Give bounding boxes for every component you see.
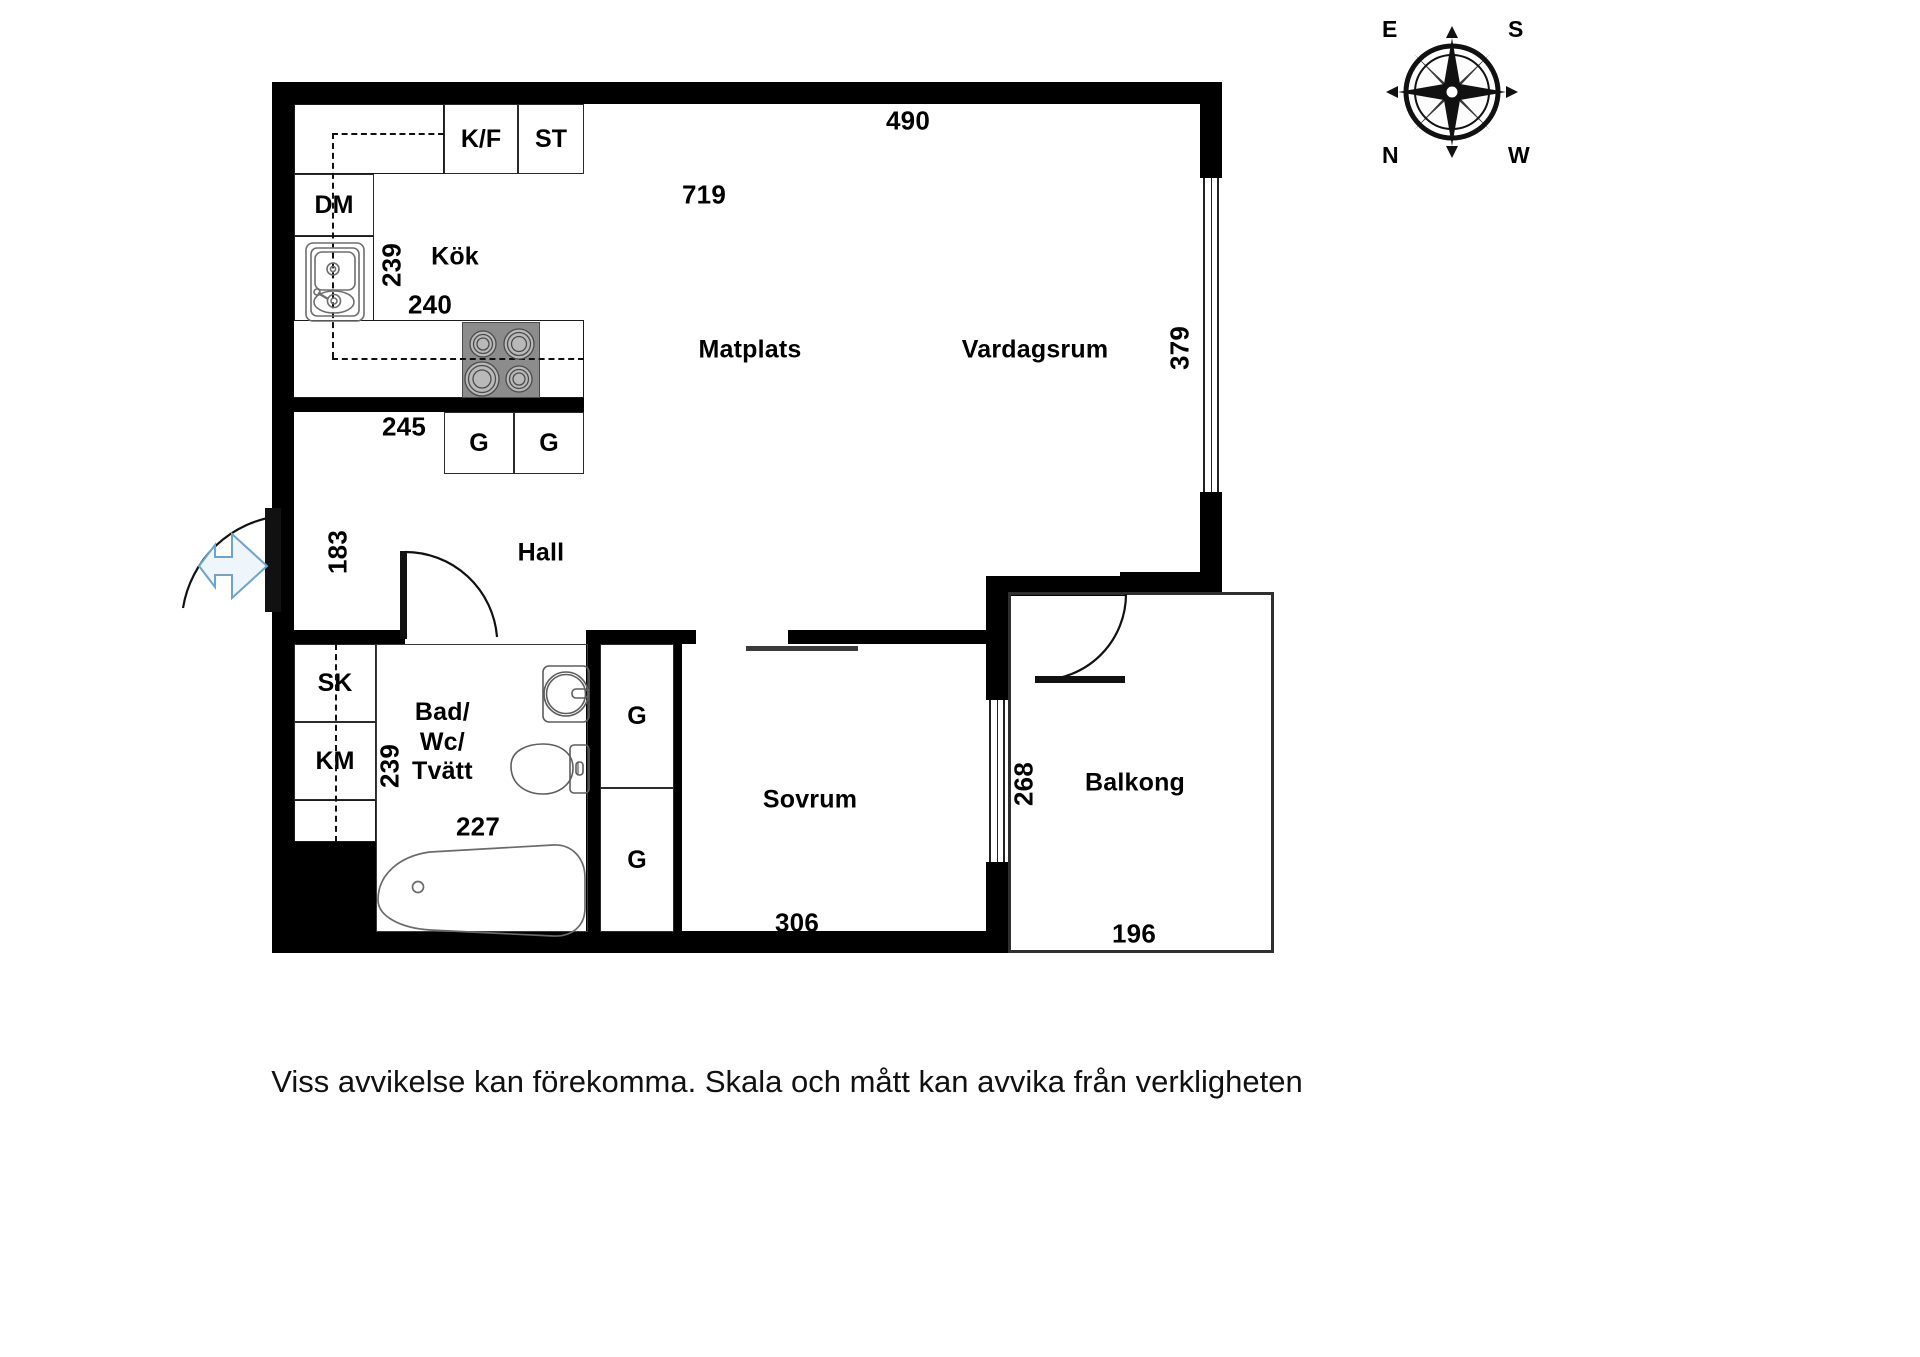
counter-top-run bbox=[294, 104, 444, 174]
dashed-upper-cabinet-top bbox=[332, 133, 444, 135]
compass-label-north: N bbox=[1382, 142, 1399, 168]
wall-sovrum-balcony-top bbox=[986, 576, 1008, 700]
cabinet-dm: DM bbox=[294, 174, 374, 236]
compass-label-west: W bbox=[1508, 142, 1530, 168]
dimension-490: 490 bbox=[886, 105, 930, 136]
wall-kitchen-hall bbox=[272, 398, 584, 412]
window-living-room bbox=[1203, 178, 1219, 492]
compass-rose: E S N W bbox=[1368, 8, 1536, 176]
cabinet-g2: G bbox=[514, 412, 584, 474]
dimension-240: 240 bbox=[408, 289, 452, 320]
cabinet-g1: G bbox=[444, 412, 514, 474]
cabinet-g2-label: G bbox=[539, 428, 559, 457]
compass-label-south: S bbox=[1508, 16, 1524, 42]
cabinet-st: ST bbox=[518, 104, 584, 174]
stove-hob bbox=[462, 322, 540, 398]
dimension-268: 268 bbox=[1008, 762, 1039, 806]
room-label-balkong: Balkong bbox=[1084, 768, 1186, 797]
cabinet-st-label: ST bbox=[535, 124, 567, 153]
wall-right-bottom bbox=[1200, 492, 1222, 592]
dimension-239-kitchen: 239 bbox=[376, 243, 407, 287]
room-label-hall: Hall bbox=[517, 538, 565, 567]
compass-label-east: E bbox=[1382, 16, 1398, 42]
wall-right-top bbox=[1200, 82, 1222, 178]
cabinet-g4: G bbox=[600, 788, 674, 932]
wall-left-outer bbox=[272, 82, 294, 610]
wall-closet-sovrum bbox=[672, 630, 682, 953]
entry-arrow-icon bbox=[197, 531, 269, 601]
room-label-sovrum: Sovrum bbox=[762, 785, 858, 814]
dimension-245: 245 bbox=[382, 411, 426, 442]
dimension-227: 227 bbox=[456, 811, 500, 842]
dimension-306: 306 bbox=[775, 907, 819, 938]
dashed-upper-cabinet-bottom bbox=[332, 358, 584, 360]
bad-line-3: Tvätt bbox=[412, 757, 473, 785]
dimension-239-bath: 239 bbox=[374, 744, 405, 788]
entry-door-arc bbox=[181, 514, 281, 609]
dimension-379: 379 bbox=[1164, 326, 1195, 370]
wall-living-room-bottom bbox=[1120, 572, 1222, 592]
wall-sovrum-hall-divider bbox=[986, 576, 1126, 596]
bathroom-outline bbox=[376, 644, 588, 932]
cabinet-g3-label: G bbox=[627, 701, 647, 730]
room-label-vardagsrum: Vardagsrum bbox=[961, 335, 1109, 364]
wall-hall-bath-right bbox=[586, 630, 696, 644]
cabinet-kf: K/F bbox=[444, 104, 518, 174]
dimension-196: 196 bbox=[1112, 918, 1156, 949]
balcony-outline bbox=[1008, 592, 1274, 953]
bad-line-2: Wc/ bbox=[419, 727, 465, 756]
dashed-closet-sk-km bbox=[335, 644, 337, 842]
disclaimer-caption: Viss avvikelse kan förekomma. Skala och … bbox=[271, 1064, 1303, 1099]
wall-sovrum-top bbox=[788, 630, 1008, 644]
dashed-upper-cabinet-vertical bbox=[332, 133, 334, 358]
sill-sovrum-top bbox=[746, 646, 858, 651]
bathroom-door-arc bbox=[404, 550, 499, 638]
cabinet-g4-label: G bbox=[627, 845, 647, 874]
wall-hall-bath bbox=[294, 630, 405, 644]
cabinet-sk-label: SK bbox=[317, 668, 353, 697]
dimension-719: 719 bbox=[682, 179, 726, 210]
dimension-183: 183 bbox=[322, 530, 353, 574]
cabinet-km-label: KM bbox=[315, 746, 355, 775]
room-label-kok: Kök bbox=[431, 242, 479, 271]
wall-top-outer bbox=[272, 82, 1222, 104]
cabinet-g1-label: G bbox=[469, 428, 489, 457]
cabinet-g3: G bbox=[600, 644, 674, 788]
cabinet-kf-label: K/F bbox=[460, 124, 502, 153]
bathroom-door-leaf bbox=[400, 551, 407, 639]
wall-bath-closet-right bbox=[586, 630, 600, 953]
wall-bottom-main bbox=[272, 931, 1007, 953]
bad-line-1: Bad/ bbox=[414, 698, 470, 726]
compass-star bbox=[1386, 26, 1518, 158]
room-label-matplats: Matplats bbox=[698, 335, 802, 364]
wall-sovrum-balcony-bottom bbox=[986, 862, 1008, 953]
window-sovrum bbox=[989, 700, 1005, 862]
room-label-bad-wc-tvatt: Bad/ Wc/ Tvätt bbox=[412, 698, 473, 787]
